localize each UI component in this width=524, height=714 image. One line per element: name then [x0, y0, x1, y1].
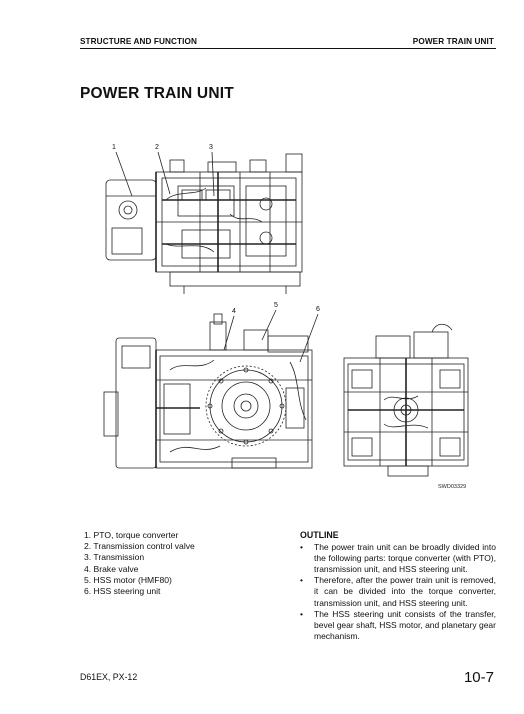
top-view-drawing: [105, 153, 303, 294]
outline-item-text: The power train unit can be broadly divi…: [314, 541, 496, 574]
outline-item-text: The HSS steering unit consists of the tr…: [314, 608, 496, 642]
header-section: STRUCTURE AND FUNCTION: [80, 37, 197, 46]
bullet: •: [300, 608, 303, 619]
side-view-drawing: [103, 313, 313, 469]
footer-model: D61EX, PX-12: [80, 672, 138, 682]
outline-item: • The HSS steering unit consists of the …: [300, 609, 496, 643]
outline-list: • The power train unit can be broadly di…: [300, 542, 496, 643]
legend-item: 5. HSS motor (HMF80): [84, 574, 172, 585]
header-topic: POWER TRAIN UNIT: [412, 37, 494, 46]
parts-legend: 1. PTO, torque converter 2. Transmission…: [84, 530, 195, 597]
outline-item: • The power train unit can be broadly di…: [300, 542, 496, 576]
figure-code: SWD03329: [438, 484, 466, 490]
callout-2: 2: [155, 144, 159, 151]
bullet: •: [300, 541, 303, 552]
legend-item: 4. Brake valve: [84, 563, 139, 574]
callout-6: 6: [316, 306, 320, 313]
legend-item: 6. HSS steering unit: [84, 586, 161, 597]
outline-section: OUTLINE • The power train unit can be br…: [300, 530, 496, 642]
callout-4: 4: [232, 308, 236, 315]
page-title: POWER TRAIN UNIT: [80, 85, 234, 102]
page-number: 10-7: [463, 669, 494, 686]
callout-1: 1: [112, 144, 116, 151]
callout-5: 5: [274, 302, 278, 309]
outline-item-text: Therefore, after the power train unit is…: [314, 575, 496, 608]
legend-item: 1. PTO, torque converter: [84, 530, 179, 540]
power-train-diagram: 1 2 3 4 5 6 SWD03329: [103, 144, 469, 490]
header-rule: [80, 48, 496, 49]
legend-item: 3. Transmission: [84, 552, 145, 563]
outline-item: • Therefore, after the power train unit …: [300, 575, 496, 609]
callout-3: 3: [209, 144, 213, 151]
legend-item: 2. Transmission control valve: [84, 541, 195, 552]
bullet: •: [300, 575, 303, 586]
outline-title: OUTLINE: [300, 530, 339, 540]
